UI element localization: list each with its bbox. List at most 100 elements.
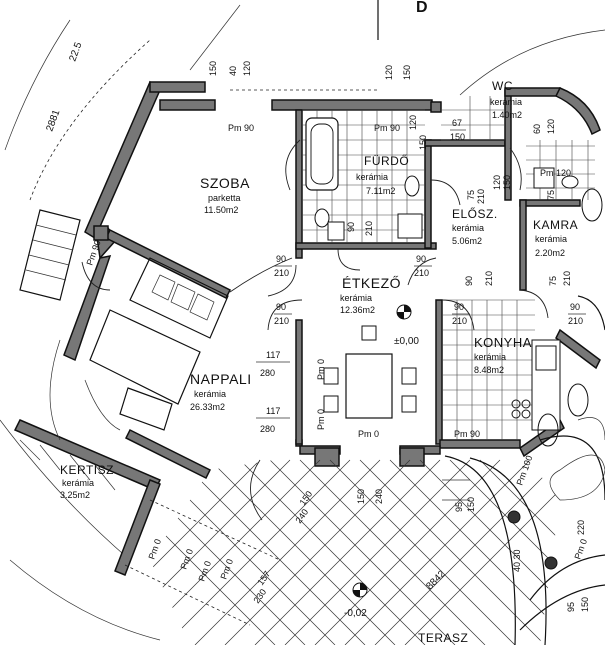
nappali-floor: kerámia [194,389,226,399]
svg-text:210: 210 [364,221,374,236]
etkezo-floor: kerámia [340,293,372,303]
svg-text:280: 280 [260,368,275,378]
dim-220: 220 [576,520,586,535]
svg-text:150: 150 [502,175,512,190]
pm-nappali-1: Pm 0 [316,359,326,380]
svg-text:90: 90 [570,302,580,312]
etkezo-name: ÉTKEZŐ [342,275,401,291]
bath-toilet [314,175,423,241]
nappali-area: 26.33m2 [190,402,225,412]
svg-text:67: 67 [452,118,462,128]
furdo-name: FÜRDŐ [364,153,409,168]
dim-2881: 2881 [44,108,62,133]
room-kamra: KAMRA kerámia 2.20m2 [533,218,578,258]
svg-text:150: 150 [418,135,428,150]
stairs [19,209,81,301]
svg-text:90: 90 [454,302,464,312]
svg-text:120: 120 [492,175,502,190]
svg-text:75: 75 [546,190,556,200]
svg-text:230: 230 [251,587,268,605]
terasz-name: TERASZ [418,631,468,645]
svg-text:120: 120 [546,119,556,134]
dim-top-120a: 120 [242,61,252,76]
svg-text:150: 150 [580,597,590,612]
furdo-area: 7.11m2 [366,186,395,196]
nappali-name: NAPPALI [190,371,252,387]
svg-text:210: 210 [414,268,429,278]
dim-top-150b: 150 [402,65,412,80]
svg-text:210: 210 [568,316,583,326]
level-marker-main [396,304,412,320]
kertisz-floor: kerámia [62,478,94,488]
konyha-name: KONYHA [474,335,532,350]
svg-text:75: 75 [548,276,558,286]
kertisz-area: 3.25m2 [60,490,90,500]
room-konyha: KONYHA kerámia 8.48m2 [474,335,532,375]
wc-floor: kerámia [490,97,522,107]
konyha-floor: kerámia [474,352,506,362]
pm-furdo: Pm 90 [374,123,400,133]
dim-top-150a: 150 [208,61,218,76]
svg-text:210: 210 [274,316,289,326]
room-kertisz: KERTISZ kerámia 3.25m2 [60,463,114,500]
szoba-name: SZOBA [200,175,250,191]
svg-text:210: 210 [274,268,289,278]
svg-text:210: 210 [484,271,494,286]
terrace-arcs [442,188,605,645]
pm-right: Pm 0 [572,538,589,561]
svg-text:150: 150 [450,132,465,142]
kamra-floor: kerámia [535,234,567,244]
svg-text:210: 210 [452,316,467,326]
svg-text:157: 157 [255,569,272,587]
svg-text:90: 90 [346,222,356,232]
svg-text:75: 75 [466,190,476,200]
szoba-area: 11.50m2 [204,205,238,215]
wc-name: WC [492,79,513,93]
konyha-area: 8.48m2 [474,365,504,375]
svg-text:150: 150 [466,497,476,512]
kamra-area: 2.20m2 [535,248,565,258]
kertisz-name: KERTISZ [60,463,114,477]
pm-kamra: Pm 120 [540,168,571,178]
dim-top-120b: 120 [384,65,394,80]
etkezo-area: 12.36m2 [340,305,375,315]
svg-text:95: 95 [566,602,576,612]
svg-text:280: 280 [260,424,275,434]
room-furdo: FÜRDŐ kerámia 7.11m2 [356,153,409,196]
furdo-floor: kerámia [356,172,388,182]
pm-szoba: Pm 90 [228,123,254,133]
level-main: ±0,00 [394,336,419,347]
room-elosz: ELŐSZ. kerámia 5.06m2 [452,206,498,246]
elosz-area: 5.06m2 [452,236,482,246]
svg-text:90: 90 [276,302,286,312]
szoba-floor: parketta [208,193,241,203]
room-wc: WC kerámia 1.40m2 [490,79,522,120]
terrace-paving [150,459,560,645]
svg-text:210: 210 [562,271,572,286]
walls [13,80,601,576]
dim-8842: 8842 [424,568,448,592]
tower-tiles [526,140,595,200]
svg-text:210: 210 [476,189,486,204]
pm-nappali-2: Pm 0 [316,409,326,430]
svg-text:40 30: 40 30 [512,549,522,572]
wc-tiles [441,96,505,141]
bathtub [305,117,339,191]
pm-terrace: Pm 100 [514,454,534,487]
svg-text:90: 90 [416,254,426,264]
room-etkezo: ÉTKEZŐ kerámia 12.36m2 [340,275,401,315]
level-marker-terrace [352,582,368,598]
svg-text:240: 240 [374,489,384,504]
svg-text:60: 60 [532,124,542,134]
svg-text:90: 90 [276,254,286,264]
elosz-name: ELŐSZ. [452,206,498,221]
svg-text:150: 150 [356,489,366,504]
kitchen [442,299,561,440]
svg-text:95: 95 [454,502,464,512]
svg-text:120: 120 [408,115,418,130]
living-furniture [49,257,229,441]
wc-area: 1.40m2 [492,110,522,120]
pm-konyha: Pm 90 [454,429,480,439]
level-terrace: -0,02 [344,608,367,619]
